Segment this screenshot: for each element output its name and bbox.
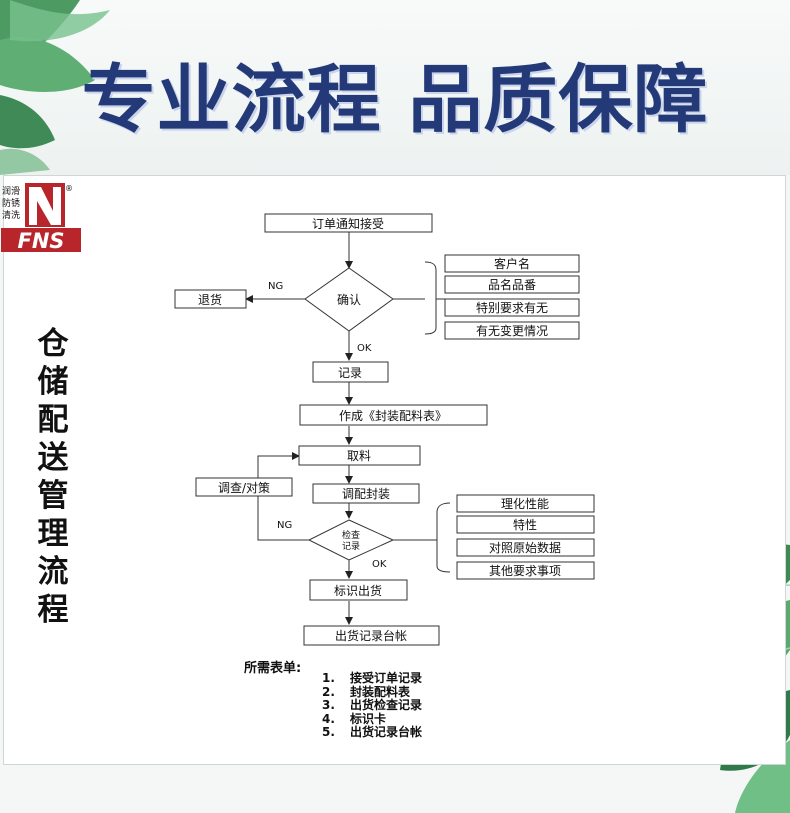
confirm-item-2-box: [444, 275, 580, 294]
inspect-item-4-box: [456, 561, 595, 580]
take-material-box: [298, 445, 421, 466]
investigate-box: [195, 477, 293, 497]
label-ship-box: [309, 579, 408, 601]
record-label: 记录: [338, 366, 362, 380]
confirm-item-4-label: 有无变更情况: [476, 323, 548, 338]
form-label: 出货检查记录: [350, 698, 423, 712]
confirm-item-3-box: [444, 298, 580, 317]
inspect-item-1-box: [456, 494, 595, 513]
ship-ledger-box: [303, 625, 440, 646]
ng-label-confirm: NG: [268, 281, 283, 292]
record-box: [312, 361, 389, 383]
logo-line-2: 防锈: [2, 197, 20, 209]
list-item: 2. 封装配料表: [322, 684, 422, 700]
inspect-label-line-1: 检查: [342, 529, 360, 541]
inspect-item-3-label: 对照原始数据: [489, 540, 561, 555]
return-goods-label: 退货: [198, 292, 222, 307]
list-item: 5. 出货记录台帐: [322, 725, 423, 740]
inspect-item-2-box: [456, 515, 595, 534]
logo-line-1: 润滑: [2, 185, 20, 197]
order-receive-label: 订单通知接受: [312, 216, 384, 231]
logo-line-3: 清洗: [2, 209, 20, 221]
inspect-item-1-label: 理化性能: [501, 497, 549, 511]
mix-pack-label: 调配封装: [342, 487, 390, 501]
list-item: 3. 出货检查记录: [322, 698, 423, 713]
ng-label-inspect: NG: [277, 520, 292, 531]
list-item: 4. 标识卡: [322, 711, 422, 727]
inspect-label-line-2: 记录: [342, 541, 360, 552]
list-item: 1. 接受订单记录: [322, 671, 423, 686]
inspect-item-3-box: [456, 538, 595, 557]
form-label: 标识卡: [350, 711, 387, 726]
investigate-label: 调查/对策: [218, 481, 270, 495]
order-receive-box: [264, 213, 433, 233]
logo-registered: ®: [65, 184, 73, 193]
flowchart-sheet: [3, 175, 786, 765]
inspect-item-2-label: 特性: [513, 517, 537, 532]
form-num: 2.: [322, 684, 335, 699]
inspect-item-4-label: 其他要求事项: [489, 564, 561, 578]
banner: [0, 0, 790, 175]
form-num: 3.: [322, 698, 335, 712]
confirm-item-1-box: [444, 254, 580, 273]
make-sheet-box: [299, 404, 488, 426]
ship-ledger-label: 出货记录台帐: [335, 628, 407, 643]
confirm-item-4-box: [444, 321, 580, 340]
form-label: 出货记录台帐: [350, 725, 423, 739]
label-ship-label: 标识出货: [334, 583, 382, 598]
form-num: 4.: [322, 711, 335, 726]
ok-label-inspect: OK: [372, 559, 387, 570]
confirm-diamond: [304, 267, 394, 332]
page-title: 专业流程 品质保障: [81, 57, 709, 143]
forms-list: 1. 接受订单记录 2. 封装配料表 3. 出货检查记录 4. 标识卡 5. 出货记录台帐: [322, 671, 423, 740]
side-title: 仓储配送管理流程: [37, 326, 69, 628]
confirm-item-3-label: 特别要求有无: [476, 300, 548, 315]
confirm-label: 确认: [337, 293, 361, 307]
form-num: 5.: [322, 725, 335, 739]
inspect-diamond: [307, 519, 395, 561]
logo-mark: FNS: [17, 229, 64, 253]
ok-label-confirm: OK: [357, 343, 372, 354]
fns-logo: 润滑 防锈 清洗 ® FNS: [1, 183, 81, 253]
forms-title: 所需表单:: [244, 661, 302, 676]
form-label: 封装配料表: [350, 684, 411, 699]
form-label: 接受订单记录: [350, 671, 423, 685]
take-material-label: 取料: [347, 449, 371, 463]
make-sheet-label: 作成《封装配料表》: [339, 409, 447, 423]
form-num: 1.: [322, 671, 335, 685]
mix-pack-box: [312, 483, 420, 504]
top-left-leaves: [0, 0, 110, 175]
confirm-item-1-label: 客户名: [494, 256, 530, 271]
confirm-item-2-label: 品名品番: [488, 277, 536, 292]
return-goods-box: [174, 289, 247, 309]
